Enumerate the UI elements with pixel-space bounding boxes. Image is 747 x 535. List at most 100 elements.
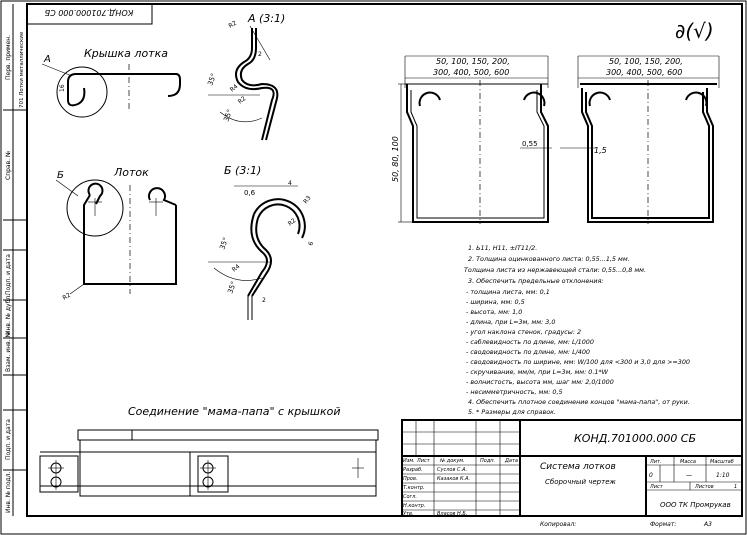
- note-line: 3. Обеспечить предельные отклонения:: [468, 277, 604, 285]
- joint-view: Соединение "мама-папа" с крышкой: [39, 405, 379, 497]
- side-label: Подп. и дата: [5, 419, 12, 460]
- side-label: Справ. №: [5, 151, 12, 180]
- title-block: КОНД.701000.000 СБ Изм. Лист № докум. По…: [401, 419, 743, 528]
- side-strip: Перв. примен. 701 Лотки металлические Сп…: [3, 4, 27, 516]
- technical-notes: 1. Ь11, Н11, ±IT11/2. 2. Толщина оцинков…: [464, 244, 690, 416]
- dim-b-r4: R4: [231, 263, 242, 274]
- note-line: - несимметричность, мм: 0,5: [466, 388, 563, 396]
- dim-height: 50, 80, 100: [391, 136, 400, 182]
- side-label: Инв. № дубл.: [5, 294, 12, 335]
- stamp-format-value: A3: [703, 521, 712, 528]
- dim-b-06: 0,6: [244, 189, 256, 197]
- stamp-header: № докум.: [439, 458, 465, 464]
- dim-a-r4: R4: [229, 83, 240, 94]
- dim-b-35: 35°: [218, 236, 230, 250]
- stamp-role: Пров.: [403, 476, 418, 482]
- stamp-header: Лист: [416, 458, 431, 464]
- note-line: - сводовидность по длине, мм: L/400: [466, 348, 590, 356]
- note-line: - толщина листа, мм: 0,1: [466, 288, 550, 296]
- dim-b-r2: R2: [287, 217, 298, 228]
- stamp-mass-label: Масса: [680, 459, 696, 465]
- stamp-role: Согл.: [403, 494, 417, 500]
- stamp-role: Т.контр.: [403, 485, 425, 491]
- top-left-code: КОНД.701000.000 СБ: [44, 8, 133, 17]
- side-label: Подп. и дата: [5, 254, 12, 295]
- dim-width-bottom-right: 300, 400, 500, 600: [606, 68, 682, 77]
- stamp-name: Власов Н.Б.: [437, 511, 467, 517]
- dim-a-35b: 35°: [222, 108, 234, 122]
- stamp-name: Суслов С.А.: [437, 467, 467, 473]
- note-line: - саблевидность по длине, мм: L/1000: [466, 338, 594, 346]
- note-line: - высота, мм: 1,0: [466, 308, 522, 316]
- dim-a-r2: R2: [228, 20, 239, 30]
- dim-b-r3: R3: [302, 195, 313, 206]
- detail-b-title: Б (3:1): [224, 164, 261, 177]
- drawing-border: [26, 3, 743, 517]
- dim-b-2: 2: [262, 297, 266, 304]
- note-line: - ширина, мм: 0,5: [466, 298, 525, 306]
- stamp-lit-value: 0: [649, 472, 653, 479]
- stamp-header: Изм.: [403, 458, 415, 464]
- dim-thickness-1: 0,55: [522, 140, 538, 148]
- note-line: - волнистость, высота мм, шаг мм: 2,0/10…: [466, 378, 614, 386]
- tray-view: Б Лоток R2: [55, 166, 177, 302]
- note-line: 5. * Размеры для справок.: [468, 408, 556, 416]
- tray-label: Лоток: [113, 166, 149, 179]
- lid-view: А Крышка лотка 16: [41, 47, 181, 118]
- dim-a-2: 2: [258, 51, 262, 58]
- dim-b-35b: 35°: [226, 280, 238, 294]
- stamp-role: Н.контр.: [403, 503, 425, 509]
- side-label: Перв. примен.: [5, 35, 12, 80]
- tray-callout: Б: [57, 170, 64, 181]
- lid-callout: А: [43, 54, 51, 65]
- dim-width-bottom-left: 300, 400, 500, 600: [433, 68, 509, 77]
- dim-r2-tray: R2: [62, 292, 73, 302]
- dim-b-4: 4: [288, 180, 292, 187]
- tray-section-left: 50, 100, 150, 200, 300, 400, 500, 600 50…: [391, 55, 552, 224]
- stamp-header: Дата: [504, 458, 518, 464]
- stamp-header: Подп.: [480, 458, 495, 464]
- note-line: 4. Обеспечить плотное соединение концов …: [468, 398, 690, 406]
- detail-a: А (3:1) R2 2 35° R4 R2 35°: [206, 12, 285, 141]
- dim-thickness-2: 1,5: [594, 146, 607, 155]
- stamp-scale-label: Масштаб: [710, 459, 734, 465]
- roughness-sign: ∂(√): [675, 19, 714, 43]
- lid-label: Крышка лотка: [84, 47, 168, 60]
- tray-section-right: 50, 100, 150, 200, 300, 400, 500, 600 1,…: [560, 55, 720, 224]
- dim-a-35: 35°: [206, 72, 218, 86]
- note-line: - сводовидность по ширине, мм: W/100 для…: [466, 358, 690, 366]
- dim-width-top-right: 50, 100, 150, 200,: [609, 57, 683, 66]
- detail-a-title: А (3:1): [247, 12, 285, 25]
- side-label: Взам. инв. №: [5, 331, 12, 372]
- note-line: 2. Толщина оцинкованного листа: 0,55...1…: [468, 255, 630, 263]
- stamp-lit-label: Лит.: [649, 459, 662, 465]
- stamp-format-label: Формат:: [650, 521, 676, 528]
- dim-a-r2b: R2: [237, 95, 248, 106]
- dim-width-top-left: 50, 100, 150, 200,: [436, 57, 510, 66]
- note-line: Толщина листа из нержавеющей стали: 0,55…: [464, 266, 646, 274]
- lid-flange-dim: 16: [59, 84, 66, 92]
- joint-title: Соединение "мама-папа" с крышкой: [128, 405, 340, 418]
- stamp-sheets-label: Листов: [694, 484, 714, 490]
- stamp-sheets-value: 1: [734, 484, 737, 490]
- stamp-mass-value: —: [686, 472, 692, 479]
- stamp-subtitle: Сборочный чертеж: [545, 478, 616, 486]
- side-label: 701 Лотки металлические: [19, 31, 25, 108]
- note-line: - угол наклона стенок, градусы: 2: [466, 328, 581, 336]
- dim-b-6: 6: [307, 241, 315, 247]
- stamp-role: Разраб.: [403, 467, 423, 473]
- stamp-role: Утв.: [403, 511, 414, 517]
- note-line: - длина, при L=3м, мм: 3,0: [466, 318, 555, 326]
- stamp-sheet-label: Лист: [649, 484, 664, 490]
- stamp-name: Казаков К.А.: [437, 476, 470, 482]
- side-label: Инв. № подл.: [5, 472, 12, 513]
- stamp-company: ООО ТК Промрукав: [660, 501, 731, 509]
- note-line: 1. Ь11, Н11, ±IT11/2.: [468, 244, 537, 252]
- stamp-title: Система лотков: [540, 462, 616, 472]
- stamp-designation: КОНД.701000.000 СБ: [574, 432, 696, 445]
- top-code-box: [26, 3, 153, 25]
- note-line: - скручивание, мм/м, при L=3м, мм: 0.1*W: [466, 368, 609, 376]
- stamp-scale-value: 1:10: [716, 472, 730, 479]
